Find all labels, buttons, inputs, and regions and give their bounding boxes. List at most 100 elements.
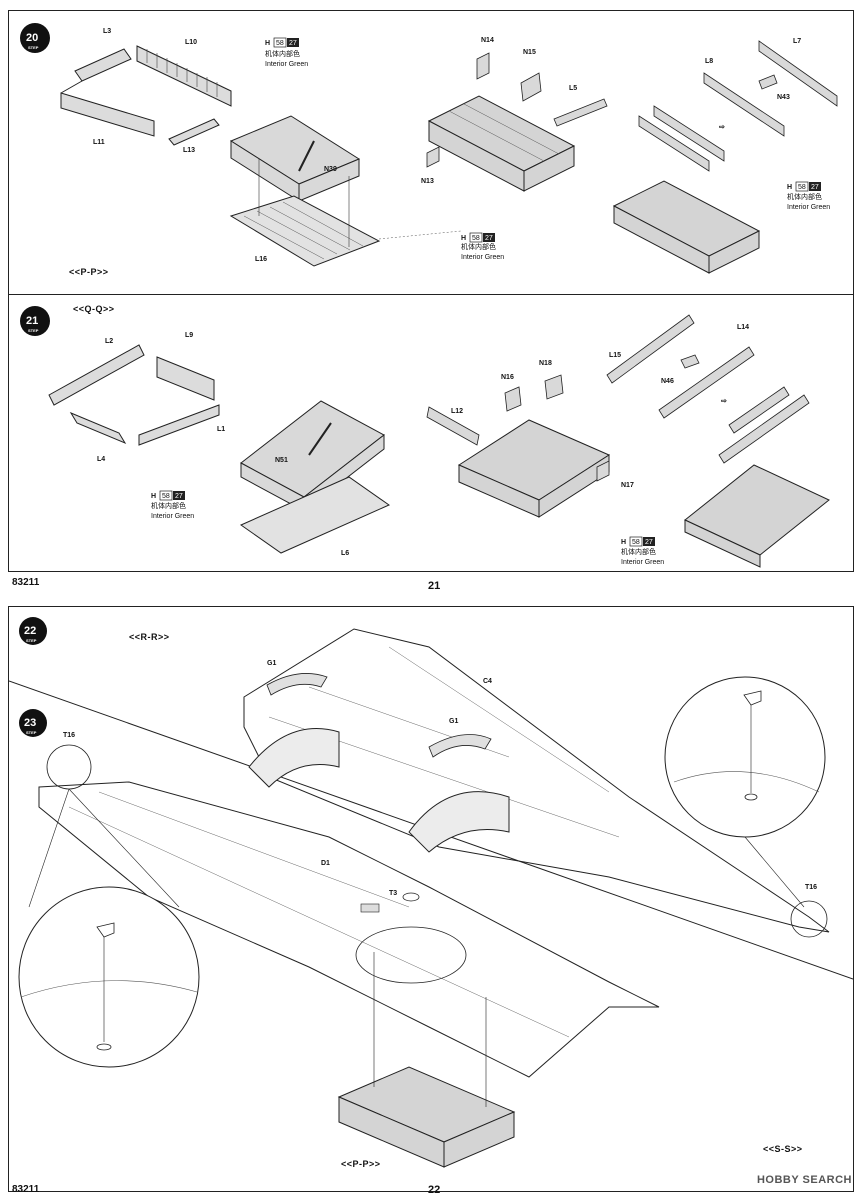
direction-arrow-icon: ⇨ (719, 124, 725, 131)
step-21-paint-callout-b: H 58 27 机体内部色 Interior Green (621, 536, 664, 566)
step-23-subassembly-right: <<S-S>> (763, 1144, 803, 1154)
part-l6-label: L6 (341, 550, 349, 557)
part-n13-label: N13 (421, 178, 434, 185)
svg-text:机体内部色: 机体内部色 (621, 547, 656, 556)
steps-22-23-panel: 22 STEP <<R-R>> G1 G1 C4 T16 23 STEP T16 (8, 606, 854, 1192)
part-n39-rod (298, 140, 315, 172)
part-l4-label: L4 (97, 456, 105, 463)
steps-22-23-illustration: 22 STEP <<R-R>> G1 G1 C4 T16 23 STEP T16 (9, 617, 853, 1169)
step-23-detail-circle (18, 886, 200, 1068)
part-n18-shape (544, 374, 564, 400)
part-n13-shape (426, 146, 440, 168)
step-21-illustration: 21 STEP <<Q-Q>> L2 L9 L4 L1 H 58 27 机体内部… (20, 304, 830, 568)
svg-text:Interior Green: Interior Green (621, 559, 664, 566)
part-l14-label: L14 (737, 324, 749, 331)
step-21-subassembly: <<Q-Q>> (73, 304, 115, 314)
step-23-leader-a (28, 788, 70, 908)
step-23-subassembly-bottom: <<P-P>> (341, 1159, 381, 1169)
step-22-detail-circle (664, 676, 826, 838)
step-20-label: STEP (28, 45, 39, 50)
svg-text:机体内部色: 机体内部色 (265, 49, 300, 58)
svg-text:H: H (151, 493, 156, 500)
step-23-detail-surface (20, 980, 198, 998)
lower-page-code: 83211 (12, 1184, 40, 1195)
step-22-nacelle-2 (408, 791, 510, 853)
step-20-callout-line (378, 230, 462, 240)
step-22-subassembly: <<R-R>> (129, 632, 170, 642)
part-l12-shape (426, 406, 480, 446)
part-n16-shape (504, 386, 522, 412)
part-l9-label: L9 (185, 332, 193, 339)
part-n46-shape (680, 354, 700, 369)
step-21-panel: 21 STEP <<Q-Q>> L2 L9 L4 L1 H 58 27 机体内部… (8, 294, 854, 572)
part-t16-label-22: T16 (805, 884, 817, 891)
svg-text:58: 58 (472, 235, 480, 242)
step-23-label: STEP (26, 730, 37, 735)
part-t3-shape (402, 892, 420, 902)
part-n15-label: N15 (523, 49, 536, 56)
svg-text:Interior Green: Interior Green (461, 254, 504, 261)
step-20-subassembly: <<P-P>> (69, 267, 109, 277)
step-21-frame-parts (48, 344, 220, 446)
step-23-badge: 23 STEP (19, 709, 47, 737)
step-20-panel: 20 STEP L3 L10 L11 L13 H 58 27 机体内部色 Int… (8, 10, 854, 295)
step-21-label: STEP (28, 328, 39, 333)
part-l11-label: L11 (93, 139, 105, 146)
step-20-illustration: 20 STEP L3 L10 L11 L13 H 58 27 机体内部色 Int… (20, 23, 838, 277)
step-20-right-ribs (638, 105, 725, 172)
step-22-badge: 22 STEP (19, 617, 47, 645)
svg-text:机体内部色: 机体内部色 (151, 501, 186, 510)
part-n17-shape (596, 460, 610, 482)
svg-text:Interior Green: Interior Green (265, 61, 308, 68)
svg-text:27: 27 (645, 539, 653, 546)
step-20-right-box (612, 180, 761, 274)
part-n39-label: N39 (324, 166, 337, 173)
step-23-vent (360, 903, 380, 913)
step-20-paint-callout-a: H 58 27 机体内部色 Interior Green (265, 37, 308, 68)
part-t16-label-23: T16 (63, 732, 75, 739)
part-l13-label: L13 (183, 147, 195, 154)
part-t16-pin-icon (743, 690, 762, 801)
step-23-detail-target (46, 744, 92, 790)
part-l12-label: L12 (451, 408, 463, 415)
part-t3-label: T3 (389, 890, 397, 897)
part-l16-label: L16 (255, 256, 267, 263)
step-21-paint-callout-a: H 58 27 机体内部色 Interior Green (151, 490, 194, 520)
step-20-badge: 20 STEP (20, 23, 50, 53)
part-n16-label: N16 (501, 374, 514, 381)
part-d1-label: D1 (321, 860, 330, 867)
part-n43-shape (758, 74, 778, 90)
part-l3-label: L3 (103, 28, 111, 35)
step-22-nacelle-1 (248, 728, 340, 788)
step-23-wing-panel-lines (68, 791, 570, 1038)
part-l5-shape (553, 98, 608, 127)
upper-page-number: 21 (428, 580, 441, 592)
step-21-right-ribs (718, 386, 810, 464)
svg-text:27: 27 (289, 40, 297, 47)
svg-text:Interior Green: Interior Green (787, 204, 830, 211)
svg-text:27: 27 (811, 184, 819, 191)
part-l8-label: L8 (705, 58, 713, 65)
part-n14-shape (476, 52, 490, 80)
step-21-number: 21 (26, 315, 38, 327)
step-20-frame-ribs (146, 49, 218, 97)
step-22-detail-target (790, 900, 828, 938)
part-l7-label: L7 (793, 38, 801, 45)
part-l8-shape (703, 72, 785, 137)
part-c4-label: C4 (483, 678, 492, 685)
svg-text:H: H (265, 40, 270, 47)
svg-text:H: H (787, 184, 792, 191)
step-20-middle-ribs (448, 103, 560, 162)
part-n51-label: N51 (275, 457, 288, 464)
step-22-detail-surface (673, 771, 820, 793)
part-g1a-shape (266, 673, 328, 696)
part-l2-label: L2 (105, 338, 113, 345)
step-23-bay-box (337, 1066, 516, 1168)
step-22-detail-leader (744, 836, 805, 908)
step-20-middle-box (427, 95, 576, 192)
part-n51-rod (308, 422, 332, 456)
part-l15-shape (606, 314, 695, 384)
step-22-number: 22 (24, 625, 36, 637)
step-21-middle-box (457, 419, 611, 518)
part-l5-label: L5 (569, 85, 577, 92)
